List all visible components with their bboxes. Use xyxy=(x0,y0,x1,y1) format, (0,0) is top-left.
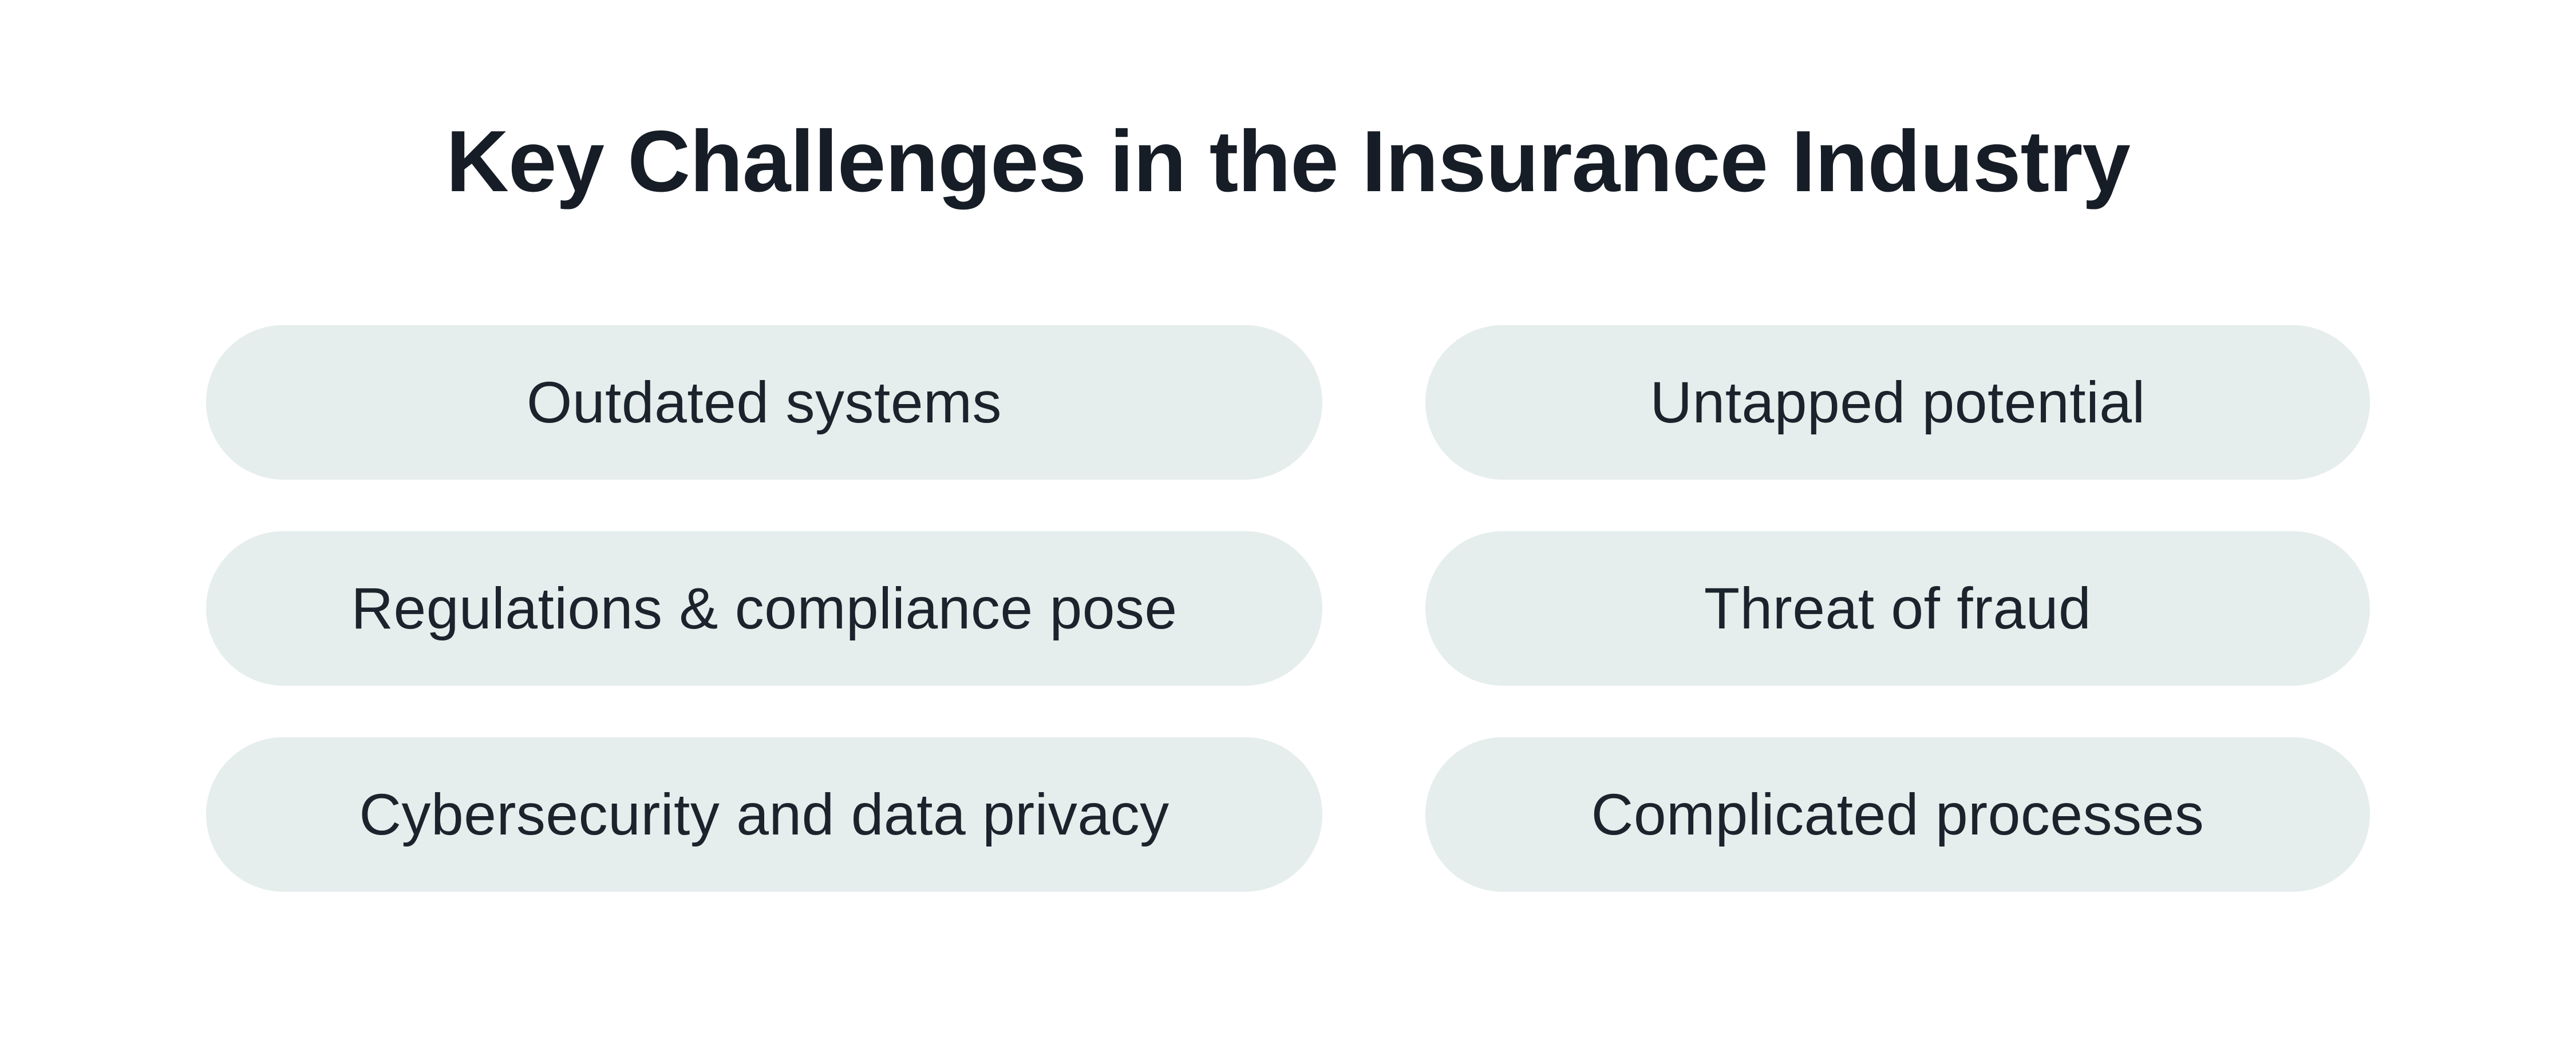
challenge-label: Complicated processes xyxy=(1591,781,2204,847)
challenge-label: Untapped potential xyxy=(1650,369,2146,435)
challenge-label: Threat of fraud xyxy=(1704,575,2092,641)
challenge-label: Regulations & compliance pose xyxy=(351,575,1178,641)
challenge-label: Outdated systems xyxy=(526,369,1002,435)
challenge-pill-threat-of-fraud: Threat of fraud xyxy=(1425,531,2370,686)
page-title: Key Challenges in the Insurance Industry xyxy=(446,113,2131,210)
challenge-pill-outdated-systems: Outdated systems xyxy=(206,325,1322,480)
challenge-pill-complicated-processes: Complicated processes xyxy=(1425,737,2370,892)
challenges-grid: Outdated systems Untapped potential Regu… xyxy=(206,325,2370,892)
challenge-pill-regulations-compliance: Regulations & compliance pose xyxy=(206,531,1322,686)
challenge-pill-untapped-potential: Untapped potential xyxy=(1425,325,2370,480)
challenge-pill-cybersecurity-privacy: Cybersecurity and data privacy xyxy=(206,737,1322,892)
challenge-label: Cybersecurity and data privacy xyxy=(359,781,1170,847)
